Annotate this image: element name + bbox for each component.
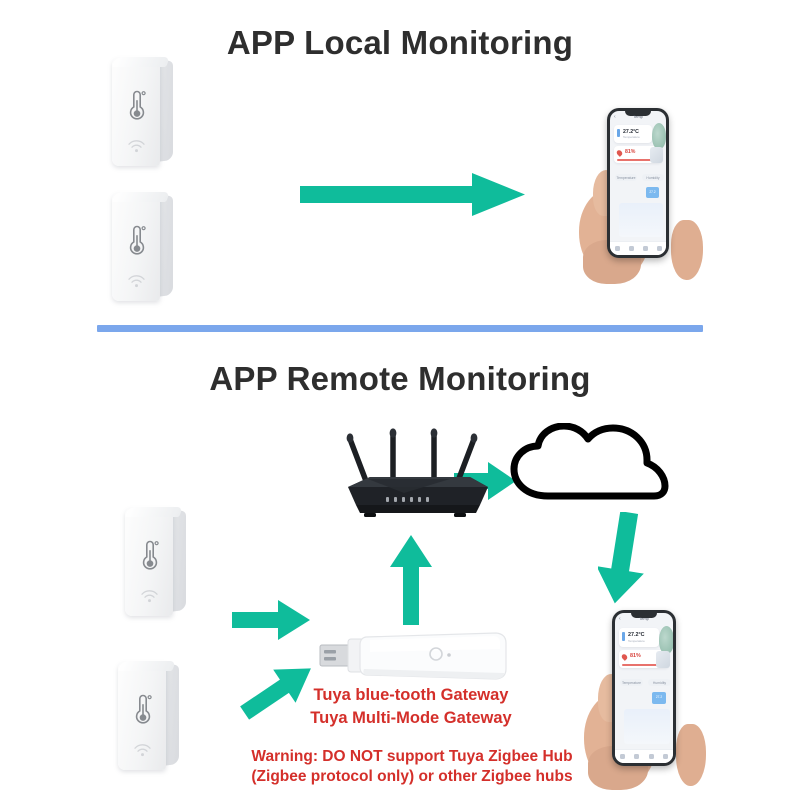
phone-screen-local: Temp ‹ 27.2°C Temperature 81% <box>610 111 666 255</box>
temperature-value: 27.2°C <box>623 128 639 135</box>
nav-me-icon[interactable] <box>656 246 662 251</box>
app-header: Temp <box>610 111 666 122</box>
tab-temperature[interactable]: Temperature <box>620 679 643 686</box>
arrow-down-cloud-to-phone <box>598 512 644 604</box>
thermometer-icon <box>129 90 146 120</box>
thermometer-icon <box>135 694 152 724</box>
thermometer-icon <box>142 540 159 570</box>
nav-scene-icon[interactable] <box>634 754 640 759</box>
plant-decoration <box>659 626 673 654</box>
back-button[interactable]: ‹ <box>619 616 621 622</box>
humidity-icon <box>620 653 629 661</box>
wifi-icon <box>128 140 145 153</box>
nav-home-icon[interactable] <box>619 754 625 759</box>
back-button[interactable]: ‹ <box>614 114 616 120</box>
phone-notch <box>631 613 657 618</box>
phone-in-hand-local: Temp ‹ 27.2°C Temperature 81% <box>575 100 705 284</box>
humidity-progress-bar <box>617 159 659 161</box>
usb-gateway-dongle <box>319 632 507 680</box>
nav-smart-icon[interactable] <box>642 246 648 251</box>
device-thumbnail <box>650 147 663 163</box>
history-chart[interactable] <box>624 709 670 744</box>
phone-screen-remote: Temp ‹ 27.2°C Temperature 81% Temperatur… <box>615 613 673 763</box>
warning-label-line1: Warning: DO NOT support Tuya Zigbee Hub <box>251 748 573 765</box>
nav-home-icon[interactable] <box>614 246 620 251</box>
smartphone-local: Temp ‹ 27.2°C Temperature 81% <box>607 108 669 258</box>
temperature-icon <box>622 632 625 641</box>
sensor-top-face <box>111 192 171 202</box>
arrow-right-local <box>300 173 525 216</box>
value-chip: 27.2 <box>646 187 659 198</box>
wifi-router <box>346 428 488 517</box>
tab-temperature[interactable]: Temperature <box>615 174 637 181</box>
warning-label-line2: (Zigbee protocol only) or other Zigbee h… <box>251 768 573 785</box>
hand-fingers-right <box>676 724 706 786</box>
humidity-value: 81% <box>630 653 641 659</box>
wifi-icon <box>141 590 158 603</box>
app-header-title: Temp <box>633 114 643 119</box>
arrow-right-sensor-to-gateway <box>232 600 310 640</box>
phone-in-hand-remote: Temp ‹ 27.2°C Temperature 81% Temperatur… <box>578 600 708 790</box>
history-chart[interactable] <box>619 203 663 237</box>
wifi-icon <box>128 275 145 288</box>
bottom-nav-bar[interactable] <box>610 241 666 255</box>
nav-scene-icon[interactable] <box>628 246 634 251</box>
tab-humidity[interactable]: Humidity <box>642 174 664 181</box>
sensor-top-face <box>117 661 177 671</box>
arrow-up-right-sensor-to-gateway <box>240 668 311 720</box>
wifi-icon <box>134 744 151 757</box>
cloud-outline <box>510 423 669 500</box>
humidity-icon <box>615 149 624 157</box>
sensor-device-remote-2 <box>117 661 180 770</box>
tab-humidity[interactable]: Humidity <box>648 679 671 686</box>
value-chip: 27.2 <box>652 692 666 704</box>
app-header: Temp <box>615 613 673 624</box>
app-header-title: Temp <box>639 616 649 621</box>
chip-value: 27.2 <box>655 695 663 700</box>
plant-decoration <box>652 123 666 149</box>
gateway-label-line1: Tuya blue-tooth Gateway <box>313 686 509 704</box>
section-divider <box>97 325 703 332</box>
page-title-remote: APP Remote Monitoring <box>209 360 591 397</box>
temperature-label: Temperature <box>623 135 640 139</box>
arrow-right-router-to-cloud <box>454 462 516 500</box>
sensor-top-face <box>111 57 171 67</box>
temperature-value: 27.2°C <box>628 631 645 638</box>
smartphone-remote: Temp ‹ 27.2°C Temperature 81% Temperatur… <box>612 610 676 766</box>
temperature-label: Temperature <box>628 639 645 643</box>
gateway-label-line2: Tuya Multi-Mode Gateway <box>310 709 512 727</box>
temperature-card[interactable]: 27.2°C Temperature <box>614 125 652 143</box>
temperature-card[interactable]: 27.2°C Temperature <box>619 628 659 647</box>
sensor-top-face <box>124 507 184 517</box>
hand-fingers-right <box>671 220 703 280</box>
sensor-device-remote-1 <box>124 507 187 616</box>
thermometer-icon <box>129 225 146 255</box>
humidity-value: 81% <box>625 149 636 155</box>
temperature-icon <box>617 129 620 137</box>
nav-smart-icon[interactable] <box>648 754 654 759</box>
nav-me-icon[interactable] <box>663 754 669 759</box>
arrow-up-gateway-to-router <box>390 535 432 625</box>
device-thumbnail <box>656 651 670 668</box>
chip-value: 27.2 <box>649 189 656 194</box>
sensor-device-local-1 <box>111 57 174 166</box>
bottom-nav-bar[interactable] <box>615 749 673 763</box>
page-title-local: APP Local Monitoring <box>226 24 574 61</box>
humidity-progress-bar <box>622 664 666 666</box>
phone-notch <box>625 111 651 116</box>
sensor-device-local-2 <box>111 192 174 301</box>
